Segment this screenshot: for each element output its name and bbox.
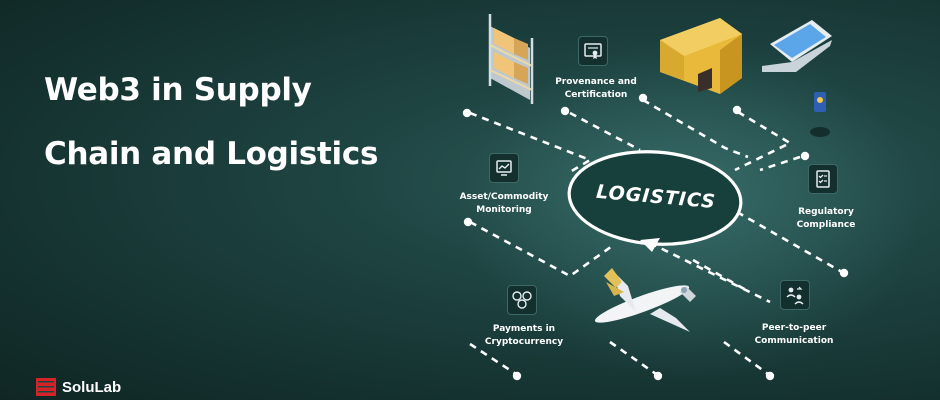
node-provenance-line-2: Certification bbox=[564, 90, 628, 100]
node-regulatory-line-1: Regulatory bbox=[798, 207, 854, 217]
coins-icon bbox=[507, 285, 537, 315]
dot bbox=[839, 268, 849, 278]
dot bbox=[800, 151, 810, 161]
connector-payments bbox=[469, 342, 517, 376]
checklist-icon bbox=[808, 164, 838, 194]
node-payments: Payments in Cryptocurrency bbox=[474, 323, 574, 349]
dot bbox=[462, 108, 472, 118]
connector-provenance-right bbox=[642, 98, 749, 159]
dot bbox=[732, 105, 742, 115]
page-title: Web3 in Supply Chain and Logistics bbox=[44, 58, 464, 186]
node-payments-line-1: Payments in bbox=[492, 324, 556, 334]
monitoring-icon bbox=[489, 153, 519, 183]
connector-lines bbox=[469, 98, 843, 376]
solulab-logo-icon bbox=[36, 378, 56, 396]
connector-plane-right bbox=[692, 258, 747, 292]
airplane-illustration bbox=[594, 268, 696, 332]
title-line-2: Chain and Logistics bbox=[44, 136, 379, 172]
node-peer-line-1: Peer-to-peer bbox=[761, 323, 827, 333]
connector-bottom-right bbox=[723, 340, 769, 376]
brand-name: SoluLab bbox=[62, 378, 122, 396]
dot bbox=[653, 371, 663, 381]
node-peer-line-2: Communication bbox=[754, 336, 834, 346]
node-provenance-line-1: Provenance and bbox=[555, 77, 637, 87]
node-payments-line-2: Cryptocurrency bbox=[484, 337, 564, 347]
node-provenance: Provenance and Certification bbox=[548, 76, 644, 102]
dot bbox=[560, 106, 570, 116]
connector-provenance bbox=[569, 111, 641, 152]
connector-left-upper bbox=[469, 111, 593, 174]
node-asset-line-1: Asset/Commodity bbox=[459, 192, 549, 202]
dot bbox=[765, 371, 775, 381]
laptop-illustration bbox=[762, 20, 832, 137]
node-regulatory: Regulatory Compliance bbox=[778, 206, 874, 232]
node-regulatory-line-2: Compliance bbox=[796, 220, 856, 230]
node-asset: Asset/Commodity Monitoring bbox=[456, 191, 552, 217]
connector-peer-upper bbox=[649, 241, 771, 304]
brand-logo[interactable]: SoluLab bbox=[36, 378, 121, 396]
certificate-icon bbox=[578, 36, 608, 66]
users-exchange-icon bbox=[780, 280, 810, 310]
title-line-1: Web3 in Supply bbox=[44, 72, 312, 108]
node-asset-line-2: Monitoring bbox=[476, 205, 532, 215]
dot bbox=[638, 93, 648, 103]
dot bbox=[463, 217, 473, 227]
node-peer: Peer-to-peer Communication bbox=[746, 322, 842, 348]
shelf-illustration bbox=[488, 14, 534, 104]
dot bbox=[512, 371, 522, 381]
connector-bottom-middle bbox=[609, 340, 657, 376]
logistics-hub bbox=[567, 150, 743, 252]
warehouse-illustration bbox=[660, 18, 742, 94]
